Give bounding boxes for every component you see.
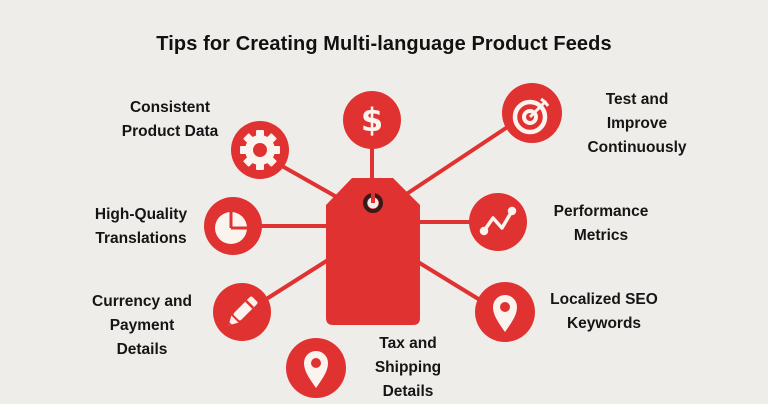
connector-location-right bbox=[416, 260, 482, 302]
trend-line-icon bbox=[479, 206, 517, 236]
tip-test-and-improve-continuously: Test and Improve Continuously bbox=[572, 88, 702, 160]
tip-label-line: Continuously bbox=[587, 139, 687, 156]
diagram-title: Tips for Creating Multi-language Product… bbox=[156, 33, 612, 55]
tip-label-line: Payment bbox=[109, 317, 175, 334]
pencil-icon bbox=[228, 296, 258, 326]
pencil-node bbox=[213, 283, 271, 341]
tip-label-line: Currency and bbox=[92, 293, 192, 310]
connector-lines bbox=[258, 126, 508, 302]
gear-node bbox=[231, 121, 289, 179]
tip-localized-seo-keywords: Localized SEO Keywords bbox=[536, 288, 672, 336]
tip-label-line: Metrics bbox=[573, 227, 629, 244]
pie-node bbox=[204, 197, 262, 255]
tip-label-line: Test and bbox=[605, 91, 669, 108]
tip-label-line: Translations bbox=[95, 230, 187, 247]
location-bottom-node bbox=[286, 338, 346, 398]
tip-label-line: Keywords bbox=[566, 315, 642, 332]
tip-label-line: Details bbox=[116, 341, 168, 358]
dollar-node: $ bbox=[343, 91, 401, 149]
tip-label-line: High-Quality bbox=[94, 206, 188, 223]
location-pin-icon bbox=[304, 351, 328, 388]
location-pin-icon bbox=[493, 295, 517, 332]
tip-consistent-product-data: Consistent Product Data bbox=[100, 96, 240, 144]
tip-label-line: Improve bbox=[606, 115, 668, 132]
dollar-icon: $ bbox=[361, 101, 383, 139]
gear-icon bbox=[240, 130, 280, 170]
tip-label-line: Details bbox=[382, 383, 434, 400]
target-node bbox=[502, 83, 562, 143]
tip-label-line: Tax and bbox=[379, 335, 437, 352]
pie-chart-icon bbox=[215, 212, 247, 244]
location-right-node bbox=[475, 282, 535, 342]
tip-currency-and-payment-details: Currency and Payment Details bbox=[78, 290, 206, 362]
target-icon bbox=[512, 97, 550, 135]
connector-pencil bbox=[266, 258, 330, 300]
tip-label-line: Consistent bbox=[129, 99, 211, 116]
tip-label-line: Shipping bbox=[374, 359, 442, 376]
tip-label-line: Localized SEO bbox=[550, 291, 658, 308]
connector-gear bbox=[280, 164, 344, 202]
tip-label-line: Performance bbox=[553, 203, 649, 220]
tip-tax-and-shipping-details: Tax and Shipping Details bbox=[356, 332, 460, 404]
tip-performance-metrics: Performance Metrics bbox=[540, 200, 662, 248]
price-tag-icon bbox=[326, 178, 420, 325]
trend-node bbox=[469, 193, 527, 251]
tip-high-quality-translations: High-Quality Translations bbox=[76, 203, 206, 251]
tip-label-line: Product Data bbox=[121, 123, 219, 140]
connector-target bbox=[403, 126, 508, 197]
